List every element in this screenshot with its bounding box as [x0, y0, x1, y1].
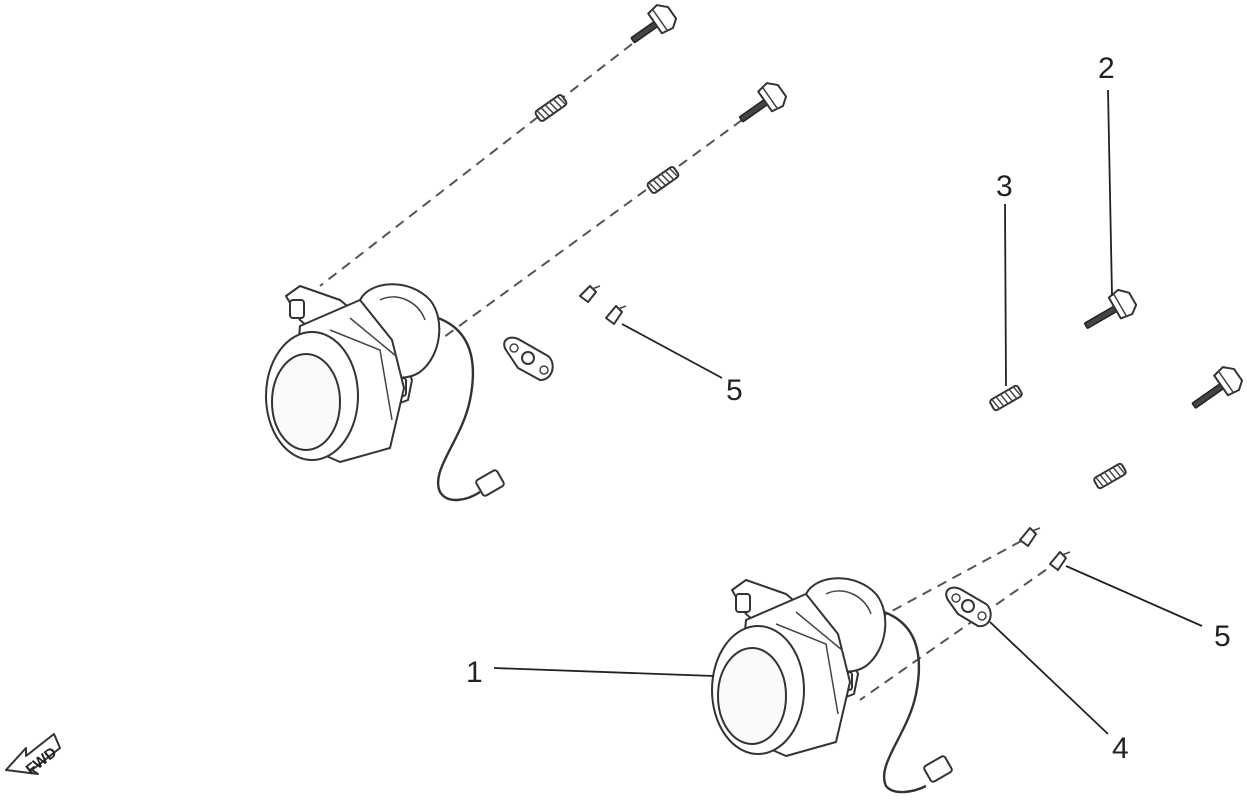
mounting-bracket-icon — [945, 586, 992, 628]
spring-icon — [989, 384, 1023, 412]
rivet-icon — [605, 305, 627, 325]
callout-5: 5 — [726, 374, 743, 407]
rivet-icon — [1049, 551, 1071, 571]
forward-arrow-icon: FWD — [5, 733, 61, 778]
spring-icon — [646, 166, 680, 194]
callout-2: 2 — [1098, 52, 1115, 85]
callout-3: 3 — [996, 170, 1013, 203]
spring-icon — [534, 94, 568, 122]
knob-bolt-icon — [1191, 366, 1244, 409]
alignment-lines-left — [319, 43, 743, 341]
fog-lamp-icon — [265, 283, 505, 502]
callout-4: 4 — [1112, 732, 1129, 765]
callout-5: 5 — [1214, 620, 1231, 653]
knob-bolt-icon — [1083, 288, 1138, 329]
knob-bolt-icon — [630, 4, 678, 44]
fog-lamp-icon — [711, 577, 953, 794]
callout-leaders — [493, 89, 1203, 735]
mounting-bracket-icon — [503, 336, 554, 381]
rivet-icon — [1019, 527, 1041, 547]
rivet-icon — [579, 285, 601, 303]
spring-icon — [1093, 462, 1127, 490]
knob-bolt-icon — [739, 82, 788, 123]
callout-1: 1 — [466, 656, 483, 689]
